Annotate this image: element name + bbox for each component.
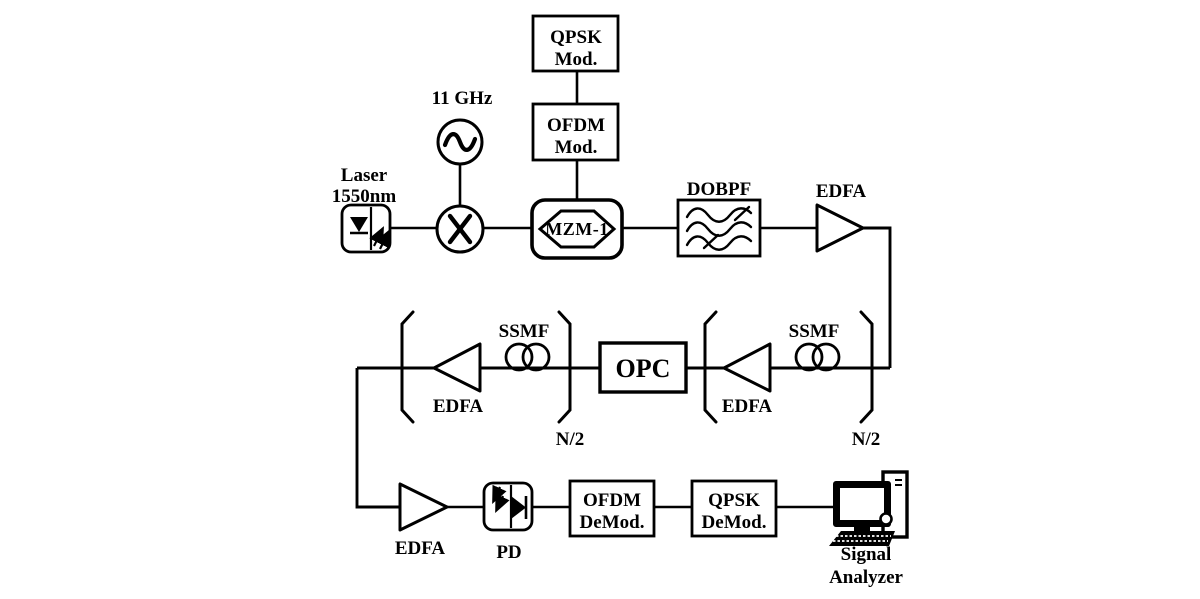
bracket-open-icon	[703, 310, 718, 424]
signal-analyzer-label-1: Signal	[841, 544, 892, 565]
ofdm-demod-label-1: OFDM	[583, 490, 641, 511]
signal-analyzer-label-2: Analyzer	[829, 567, 903, 588]
loop-left-ssmf-label: SSMF	[499, 321, 550, 342]
ofdm-mod-label-2: Mod.	[555, 137, 598, 158]
dobpf-label: DOBPF	[687, 179, 751, 200]
mixer-block	[435, 204, 485, 254]
mixer-x-icon	[447, 213, 473, 245]
loop-right-amplifier-icon	[722, 342, 772, 393]
bracket-close-icon	[557, 310, 572, 424]
opc-label: OPC	[616, 354, 671, 383]
oscillator-label: 11 GHz	[432, 88, 493, 109]
ofdm-demod-label-2: DeMod.	[580, 512, 645, 533]
computer-button	[879, 512, 893, 526]
ofdm-mod-block: OFDM Mod.	[531, 102, 620, 162]
ofdm-mod-box	[531, 102, 620, 162]
loop-left-amplifier-icon	[432, 342, 482, 393]
laser-label: Laser	[341, 165, 388, 186]
qpsk-mod-label-1: QPSK	[550, 27, 602, 48]
pd-block: PD	[482, 481, 534, 563]
connection-wires	[355, 71, 892, 509]
fiber-coil-icon	[504, 342, 551, 372]
edfa-link-block: EDFA	[815, 181, 867, 253]
laser-block: Laser 1550nm	[332, 165, 397, 254]
sine-wave-icon	[442, 132, 478, 152]
qpsk-demod-label-1: QPSK	[708, 490, 760, 511]
loop-right-ssmf-label: SSMF	[789, 321, 840, 342]
ofdm-mod-label-1: OFDM	[547, 115, 605, 136]
laser-diode-icon	[350, 207, 390, 250]
edfa-receiver-amplifier-icon	[398, 482, 449, 532]
filter-wave-icon	[685, 205, 753, 251]
computer-screen	[840, 488, 884, 520]
computer-stand	[854, 527, 870, 533]
pd-label: PD	[496, 542, 521, 563]
dobpf-block: DOBPF	[676, 179, 762, 258]
loop-left-section: EDFA SSMF N/2	[400, 310, 585, 450]
qpsk-demod-label-2: DeMod.	[702, 512, 767, 533]
loop-left-edfa-label: EDFA	[433, 396, 484, 417]
qpsk-demod-block: QPSK DeMod.	[690, 479, 778, 538]
laser-wavelength-label: 1550nm	[332, 186, 397, 207]
loop-left-span-count: N/2	[556, 429, 585, 450]
mzm-block: MZM-1	[530, 198, 624, 260]
fiber-coil-icon	[794, 342, 841, 372]
qpsk-mod-label-2: Mod.	[555, 49, 598, 70]
qpsk-demod-box	[690, 479, 778, 538]
signal-analyzer-block: Signal Analyzer	[829, 470, 909, 588]
bracket-open-icon	[400, 310, 415, 424]
mzm-label: MZM-1	[545, 219, 608, 239]
edfa-link-amplifier-icon	[815, 203, 865, 253]
wire-edfa-to-loop	[863, 226, 892, 368]
edfa-link-label: EDFA	[816, 181, 867, 202]
loop-right-span-count: N/2	[852, 429, 881, 450]
wire-loop-to-receiver	[355, 368, 400, 509]
edfa-receiver-block: EDFA	[395, 482, 449, 559]
ofdm-demod-block: OFDM DeMod.	[568, 479, 656, 538]
qpsk-mod-block: QPSK Mod.	[531, 14, 620, 73]
oscillator-block: 11 GHz	[432, 88, 493, 166]
bracket-close-icon	[859, 310, 874, 424]
mzm-hexagon-icon	[537, 209, 617, 249]
desktop-computer-icon	[829, 470, 909, 546]
opc-box	[598, 341, 688, 394]
computer-keyboard	[829, 531, 895, 546]
ofdm-demod-box	[568, 479, 656, 538]
loop-right-edfa-label: EDFA	[722, 396, 773, 417]
loop-right-section: EDFA SSMF N/2	[703, 310, 881, 450]
qpsk-mod-box	[531, 14, 620, 73]
opc-block: OPC	[598, 341, 688, 394]
edfa-receiver-label: EDFA	[395, 538, 446, 559]
photodiode-icon	[492, 484, 528, 528]
